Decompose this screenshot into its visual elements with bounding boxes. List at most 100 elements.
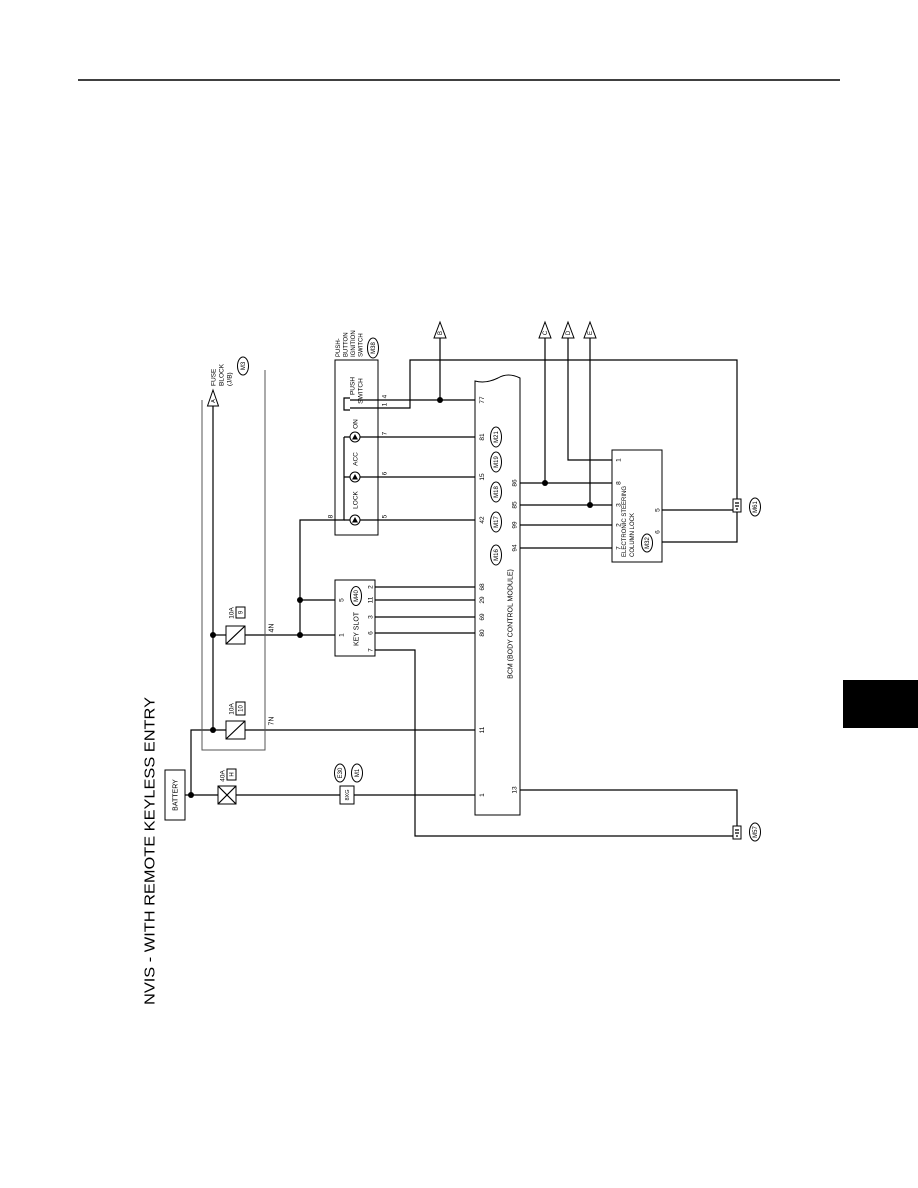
pin-number: 7 [367, 648, 374, 652]
switch-label: PUSH- [336, 338, 342, 357]
junction-dot [297, 597, 303, 603]
junctions [188, 397, 593, 798]
push-button-ignition-switch: PUSH- BUTTON IGNITION SWITCH M38 PUSH SW… [327, 330, 388, 536]
pin-number: 5 [654, 508, 661, 512]
junction-dot [297, 632, 303, 638]
connector-badge-e30: E30 [334, 763, 346, 783]
battery-label: BATTERY [172, 779, 179, 811]
pin-number: 4 [381, 394, 388, 398]
pin-number: 1 [338, 633, 345, 637]
pin-number: 42 [479, 516, 486, 524]
pin-number: 15 [479, 473, 486, 481]
section-tab [843, 680, 918, 728]
svg-text:M17: M17 [494, 516, 500, 528]
junction-dot [542, 480, 548, 486]
bcm-label: BCM (BODY CONTROL MODULE) [507, 569, 514, 679]
switch-label: IGNITION [351, 330, 357, 357]
connector-badge-m17: M17 [490, 511, 502, 533]
push-switch-label: SWITCH [357, 378, 364, 404]
pin-number: 1 [381, 402, 388, 406]
pin-number: 7 [615, 546, 622, 550]
offpage-connector-c: C [538, 320, 552, 339]
fuse-40a-rating: 40A [219, 770, 226, 782]
connector-badge-m3: M3 [237, 356, 249, 376]
connector-badge-m1: M1 [351, 763, 363, 783]
junction-dot [587, 502, 593, 508]
ground-connector-label: M61 [753, 501, 759, 513]
svg-text:A: A [211, 399, 217, 403]
pin-number: 69 [479, 613, 486, 621]
junction-dot [210, 727, 216, 733]
fuse-number: 10 [239, 705, 245, 712]
svg-text:M32: M32 [645, 537, 651, 549]
svg-text:M18: M18 [494, 486, 500, 498]
led-icon [349, 431, 361, 443]
escl-label: COLUMN LOCK [630, 513, 636, 557]
escl-label: ELECTRONIC STEERING [622, 486, 628, 557]
pin-number: 3 [615, 503, 622, 507]
wire-battery-to-fuse-block [190, 729, 226, 795]
wire-key-slot-7-to-ground [375, 649, 733, 837]
svg-text:M1: M1 [355, 768, 361, 777]
key-slot: KEY SLOT M40 5 1 2 11 3 6 7 [334, 579, 376, 657]
svg-text:D: D [566, 330, 572, 335]
wire-push-1-to-escl-6 [378, 359, 738, 543]
pin-number: 5 [381, 514, 388, 518]
pin-number: 7 [381, 431, 388, 435]
svg-text:M38: M38 [371, 342, 377, 354]
fuse-block-label: FUSE [210, 368, 217, 386]
junction-dot [210, 632, 216, 638]
pin-number: 85 [511, 501, 518, 509]
indicator-label: ACC [352, 452, 359, 466]
svg-text:M19: M19 [494, 456, 500, 468]
diagram-title: NVIS - WITH REMOTE KEYLESS ENTRY [141, 697, 158, 1005]
fuse-rating: 10A [228, 607, 235, 619]
fuse-number: 9 [239, 610, 245, 614]
connector-badge-m21: M21 [490, 426, 502, 448]
svg-text:E30: E30 [338, 767, 344, 778]
indicator-label: ON [352, 419, 359, 429]
svg-text:B: B [438, 331, 444, 335]
pin-number: 2 [367, 585, 374, 589]
connector-badge-m19: M19 [490, 451, 502, 473]
bcm: BCM (BODY CONTROL MODULE) M21 M19 M18 M1… [474, 374, 521, 816]
push-switch-contact-icon [343, 397, 378, 411]
junction-dot [437, 397, 443, 403]
pin-number: 13 [511, 786, 518, 794]
pin-number: 81 [479, 433, 486, 441]
svg-text:M21: M21 [494, 431, 500, 443]
fuse-block-label: BLOCK [218, 363, 225, 386]
wire-offpage-d-to-escl-1 [567, 338, 612, 461]
pin-number: 68 [479, 583, 486, 591]
connector-badge-m40: M40 [350, 586, 362, 606]
pin-number: 8 [615, 481, 622, 485]
connector-badge-m16: M16 [490, 544, 502, 566]
pin-number: 5 [338, 598, 345, 602]
joint-connector-8xg: 8XG E30 M1 [334, 763, 363, 805]
led-icon [349, 471, 361, 483]
wire-bcm-13-to-ground [520, 789, 738, 826]
key-slot-label: KEY SLOT [353, 611, 360, 646]
fuse-40a: 40A H [217, 768, 237, 805]
connector-badge-m18: M18 [490, 481, 502, 503]
pin-number: 3 [367, 615, 374, 619]
pin-number: 1 [615, 458, 622, 462]
ground-m61: M61 [732, 497, 761, 517]
svg-text:E: E [588, 331, 594, 335]
junction-dot [188, 792, 194, 798]
joint-connector-label: 8XG [345, 789, 351, 800]
pin-number: 80 [479, 629, 486, 637]
pin-number: 1 [479, 793, 486, 797]
pin-number: 99 [511, 521, 518, 529]
wire-label-7n: 7N [268, 717, 275, 726]
svg-text:M40: M40 [354, 590, 360, 602]
battery: BATTERY [164, 769, 186, 821]
pin-number: 2 [615, 523, 622, 527]
fuse-10a-9: 10A 9 4N [225, 606, 275, 645]
pin-number: 94 [511, 544, 518, 552]
pin-number: 8 [327, 514, 334, 518]
ground-m57: M57 [732, 822, 761, 842]
pin-number: 11 [479, 726, 486, 733]
offpage-connector-e: E [583, 320, 597, 339]
